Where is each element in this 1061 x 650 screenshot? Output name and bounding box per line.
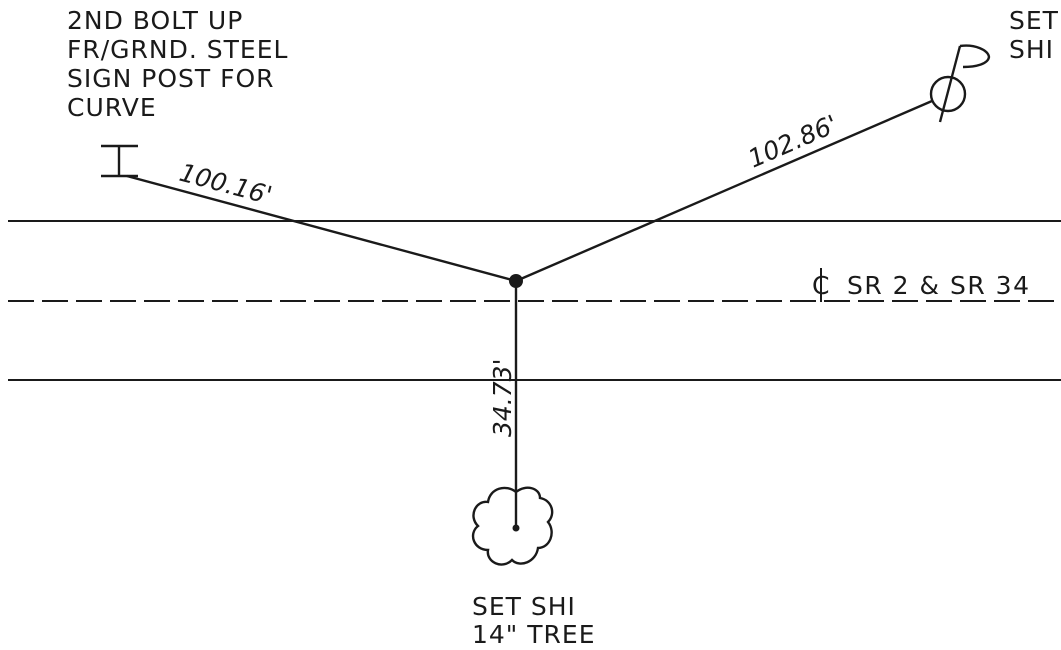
dimension-tree: 34.73' (488, 359, 517, 437)
set-shi-note-top-right: SET SHI (1009, 6, 1061, 64)
dimension-top-right: 102.86' (744, 109, 842, 173)
centerline-label: SR 2 & SR 34 (847, 271, 1030, 300)
center-point-marker (509, 274, 523, 288)
tree-icon (471, 486, 554, 566)
sign-post-note-line: FR/GRND. STEEL (67, 35, 288, 64)
tree-note: SET SHI 14" TREE (472, 592, 596, 649)
set-shi-note-line: SET (1009, 6, 1059, 35)
sign-post-note-line: 2ND BOLT UP (67, 6, 243, 35)
sign-post-note-line: CURVE (67, 93, 157, 122)
steel-post-icon (101, 144, 138, 178)
tree-note-line: 14" TREE (472, 620, 596, 649)
sign-post-note-line: SIGN POST FOR (67, 64, 275, 93)
sign-post-note: 2ND BOLT UP FR/GRND. STEEL SIGN POST FOR… (67, 6, 297, 122)
tree-note-line: SET SHI (472, 592, 576, 621)
flag-reference-icon (929, 44, 991, 123)
tie-line-to-sign-post (126, 174, 517, 283)
set-shi-note-line: SHI (1009, 35, 1054, 64)
centerline-icon: C (812, 268, 829, 302)
tie-line-to-top-right (515, 99, 933, 283)
